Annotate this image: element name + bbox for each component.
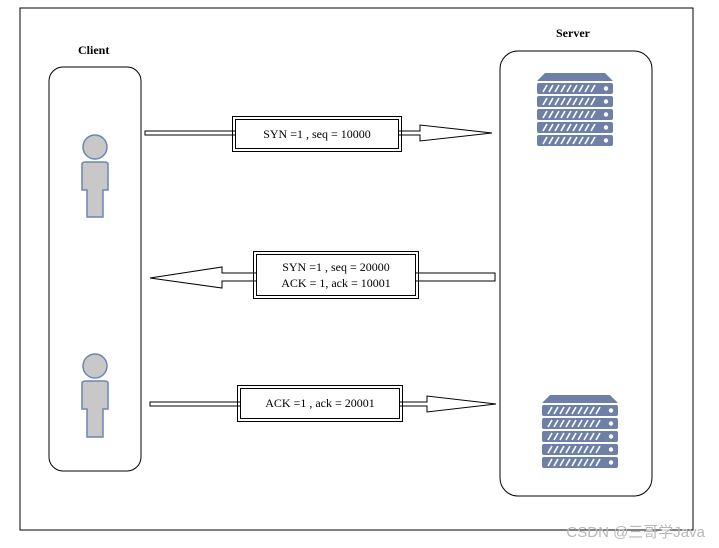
- server-box: [499, 50, 653, 497]
- message-line: ACK =1 , ack = 20001: [265, 396, 375, 410]
- diagram-frame: [19, 7, 694, 531]
- message-syn-ack: SYN =1 , seq = 20000 ACK = 1, ack = 1000…: [253, 251, 419, 299]
- watermark: CSDN @三哥学Java: [566, 524, 705, 541]
- person-icon: [81, 353, 109, 438]
- message-ack: ACK =1 , ack = 20001: [237, 385, 403, 422]
- message-syn: SYN =1 , seq = 10000: [232, 116, 402, 152]
- message-line: SYN =1 , seq = 20000: [282, 260, 390, 274]
- message-line: SYN =1 , seq = 10000: [263, 127, 371, 141]
- server-icon: [542, 395, 618, 468]
- server-label: Server: [556, 26, 590, 40]
- client-box: [48, 66, 142, 472]
- message-line: ACK = 1, ack = 10001: [281, 276, 391, 290]
- person-icon: [81, 134, 109, 218]
- server-icon: [537, 73, 613, 146]
- client-label: Client: [78, 43, 110, 57]
